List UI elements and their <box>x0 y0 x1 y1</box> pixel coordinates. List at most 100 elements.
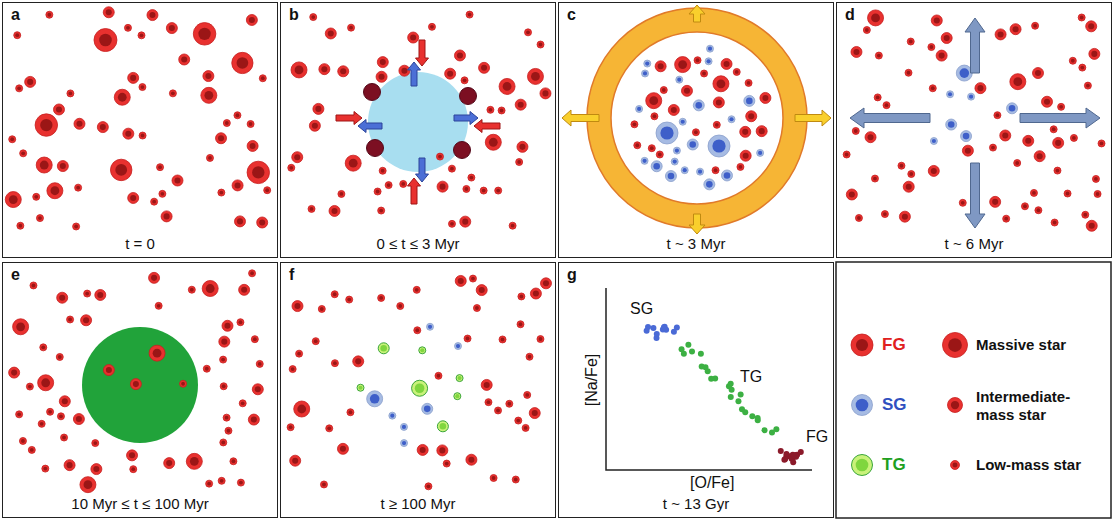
fg-star <box>518 293 525 300</box>
fg-star-core <box>130 195 136 201</box>
tg-data-point <box>729 387 735 393</box>
fg-star-core <box>349 159 358 168</box>
fg-star <box>289 366 296 373</box>
fg-star-core <box>514 478 518 482</box>
sg-star <box>401 440 408 447</box>
fg-star-core <box>496 409 500 413</box>
sg-star <box>708 135 730 157</box>
sg-star <box>757 149 764 156</box>
fg-star <box>485 399 492 406</box>
fg-star-core <box>314 339 318 343</box>
fg-star-core <box>1004 217 1008 221</box>
fg-star <box>103 7 114 18</box>
fg-star-core <box>543 280 549 286</box>
fg-star <box>740 150 751 161</box>
fg-star-core <box>250 271 254 275</box>
fg-star-core <box>524 426 528 430</box>
fg-star-core <box>724 61 730 67</box>
fg-star-core <box>106 9 112 15</box>
panel-letter: e <box>9 266 22 284</box>
fg-star-core <box>115 164 127 176</box>
fg-star-core <box>387 183 391 187</box>
fg-star-core <box>292 458 298 464</box>
fg-star-core <box>944 35 950 41</box>
fg-star-core <box>857 216 861 220</box>
fg-star-core <box>141 134 145 138</box>
fg-data-point <box>798 449 804 455</box>
fg-star-core <box>225 121 229 125</box>
fg-star <box>509 222 516 229</box>
fg-star <box>634 142 641 149</box>
fg-star <box>498 107 505 114</box>
fg-star-core <box>208 156 212 160</box>
fg-star <box>130 466 137 473</box>
fg-star <box>309 120 320 131</box>
tg-data-point <box>705 368 711 374</box>
fg-star-core <box>977 85 983 91</box>
fg-star-core <box>447 71 453 77</box>
fg-star-core <box>992 199 998 205</box>
fg-star-core <box>519 144 525 150</box>
fg-star <box>94 29 117 52</box>
fg-star-core <box>339 192 343 196</box>
axis-label: [O/Fe] <box>690 474 734 492</box>
fg-star <box>681 85 692 96</box>
inflow-arrow <box>408 178 421 204</box>
shell-arrow <box>689 214 705 234</box>
fg-star-core <box>488 108 492 112</box>
fg-star <box>995 29 1006 40</box>
fg-star-core <box>76 416 82 422</box>
fg-star <box>310 14 317 21</box>
massive-remnant-star <box>367 140 384 157</box>
fg-star <box>218 189 225 196</box>
fg-star <box>374 188 381 195</box>
sg-star <box>367 391 383 407</box>
fg-star <box>437 445 448 456</box>
sg-star-core <box>390 414 394 418</box>
fg-star <box>220 383 227 390</box>
fg-star <box>466 454 477 465</box>
fg-star <box>338 190 345 197</box>
fg-star <box>13 319 29 335</box>
fg-star <box>631 121 638 128</box>
sg-data-point <box>645 324 651 330</box>
tg-star <box>357 384 364 391</box>
sg-star <box>455 343 462 350</box>
fg-star <box>668 104 679 115</box>
fg-star-core <box>99 34 112 47</box>
fg-star-core <box>222 384 226 388</box>
fg-star <box>400 180 407 187</box>
fg-star-core <box>18 224 22 228</box>
fg-star-core <box>43 467 47 471</box>
fg-star <box>522 424 529 431</box>
fg-star-core <box>539 43 543 47</box>
fg-star-core <box>961 201 965 205</box>
fg-star-core <box>379 74 385 80</box>
fg-star <box>733 68 740 75</box>
fg-star-core <box>410 35 416 41</box>
fg-star <box>218 477 225 484</box>
fg-star-core <box>198 28 210 40</box>
fg-star-core <box>430 25 434 29</box>
fg-star-core <box>743 153 749 159</box>
fg-star-core <box>140 33 144 37</box>
fg-star <box>1084 82 1091 89</box>
tg-data-point <box>735 398 741 404</box>
panel-letter: a <box>9 6 22 24</box>
sg-star <box>956 65 972 81</box>
fg-star <box>487 106 494 113</box>
fg-star <box>466 11 473 18</box>
fg-star <box>80 477 96 493</box>
fg-star-core <box>939 53 945 59</box>
fg-star-core <box>355 358 361 364</box>
panel-letter: c <box>565 6 578 24</box>
fg-star-core <box>533 290 539 296</box>
fg-star <box>252 384 263 395</box>
sg-star <box>642 70 649 77</box>
fg-star-core <box>322 483 326 487</box>
fg-star-core <box>715 123 719 127</box>
fg-star-core <box>1094 177 1098 181</box>
fg-star-core <box>909 40 913 44</box>
fg-star-core <box>311 15 315 19</box>
